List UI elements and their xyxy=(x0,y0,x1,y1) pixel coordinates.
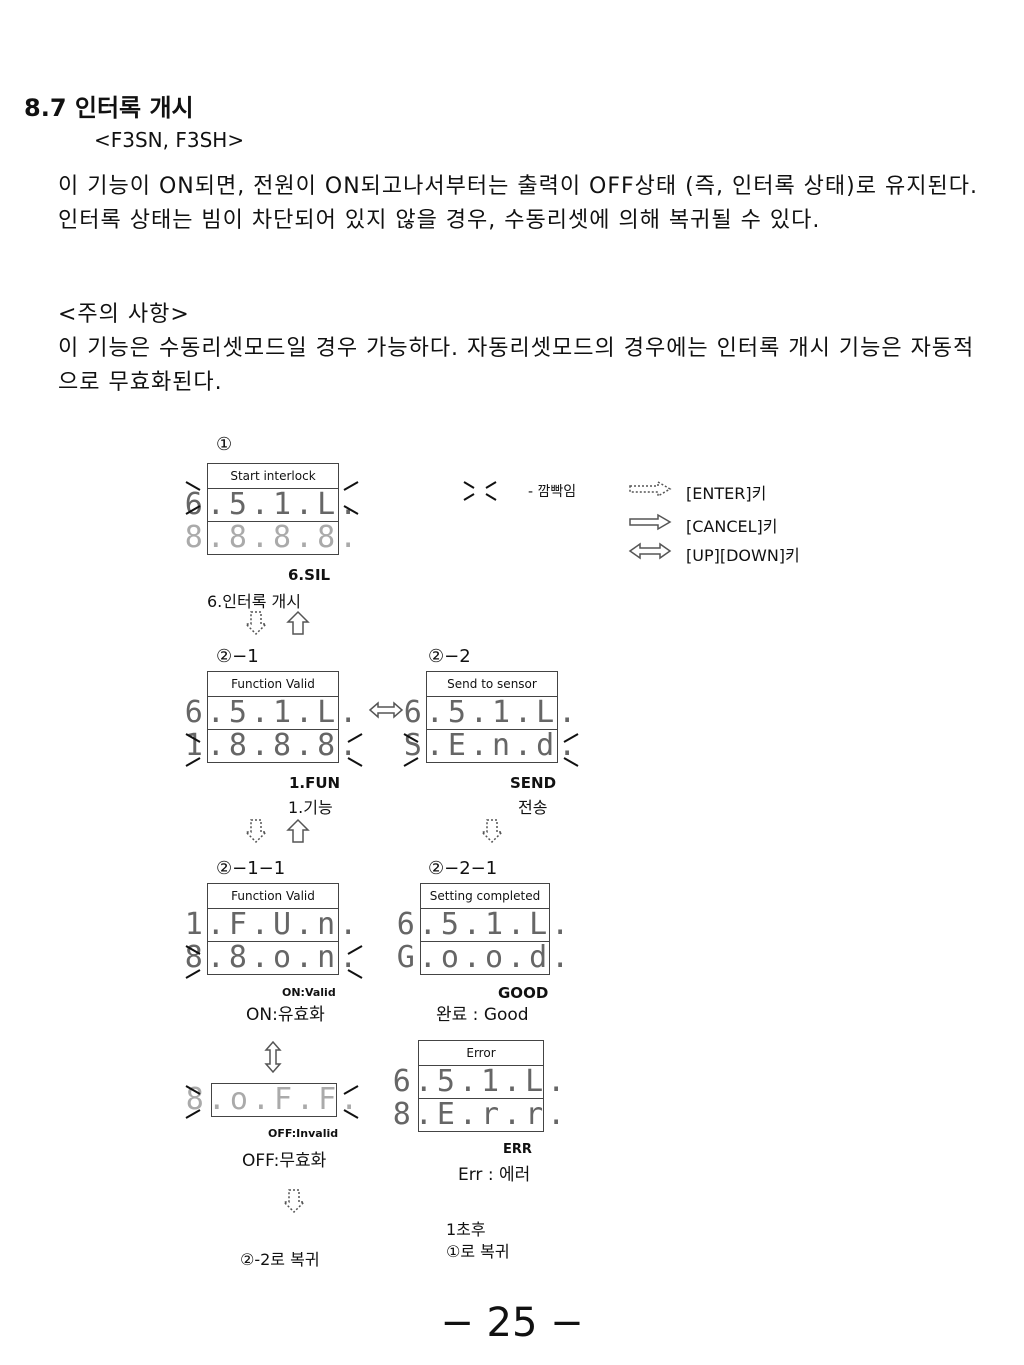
section-heading: 8.7 인터록 개시 xyxy=(24,94,194,122)
blink-right-icon xyxy=(340,1080,360,1128)
display-top: 8.o.F.F. xyxy=(185,1082,363,1117)
blink-right-icon xyxy=(340,476,360,524)
display-function-valid-on: Function Valid 1.F.U.n. 8.8.o.n. xyxy=(185,883,357,975)
cancel-arrow-icon xyxy=(628,513,672,535)
display-bottom: 1.8.8.8. xyxy=(184,728,362,763)
enter-down-arrow-icon xyxy=(282,1188,306,1218)
after-1-second: 1초후 xyxy=(446,1220,486,1239)
step-2-1-label: ②−1 xyxy=(216,646,259,667)
label-good: 완료 : Good xyxy=(436,1005,529,1025)
legend-blink: - 깜빡임 xyxy=(528,484,577,500)
step-2-2-label: ②−2 xyxy=(428,646,471,667)
label-err: Err : 에러 xyxy=(458,1165,531,1185)
blink-left-icon xyxy=(184,476,204,524)
return-to-1: ①로 복귀 xyxy=(446,1242,510,1261)
code-off-invalid: OFF:Invalid xyxy=(268,1127,339,1140)
cancel-up-arrow-icon xyxy=(286,818,310,848)
display-top: 6.5.1.L. xyxy=(403,695,581,730)
intro-paragraph: 이 기능이 ON되면, 전원이 ON되고나서부터는 출력이 OFF상태 (즉, … xyxy=(58,174,978,233)
display-function-valid: Function Valid 6.5.1.L. 1.8.8.8. xyxy=(185,671,357,763)
display-bottom: G.o.o.d. xyxy=(396,940,574,975)
blink-right-icon xyxy=(344,728,364,776)
display-title: Error xyxy=(419,1041,543,1066)
display-top: 6.5.1.L. xyxy=(184,487,362,522)
page-number: − 25 − xyxy=(440,1300,584,1346)
return-to-2-2: ②-2로 복귀 xyxy=(240,1250,320,1269)
updown-vertical-arrow-icon xyxy=(262,1040,284,1078)
display-send-to-sensor: Send to sensor 6.5.1.L. S.E.n.d. xyxy=(404,671,576,763)
blink-right-icon xyxy=(560,728,580,776)
display-top: 6.5.1.L. xyxy=(184,695,362,730)
models-label: <F3SN, F3SH> xyxy=(94,128,245,152)
display-error: Error 6.5.1.L. 8.E.r.r. xyxy=(393,1040,565,1132)
display-top: 6.5.1.L. xyxy=(392,1064,570,1099)
display-title: Send to sensor xyxy=(427,672,557,697)
display-title: Setting completed xyxy=(421,884,549,909)
code-good: GOOD xyxy=(498,984,549,1002)
caution-text: 이 기능은 수동리셋모드일 경우 가능하다. 자동리셋모드의 경우에는 인터록 … xyxy=(58,336,975,395)
enter-down-arrow-icon xyxy=(480,818,504,848)
label-off-invalid: OFF:무효화 xyxy=(242,1151,327,1171)
legend-enter: [ENTER]키 xyxy=(686,484,767,503)
caution-title: <주의 사항> xyxy=(58,302,190,327)
label-on-valid: ON:유효화 xyxy=(246,1005,325,1025)
display-bottom: 8.E.r.r. xyxy=(392,1097,570,1132)
display-bottom: 8.8.8.8. xyxy=(184,520,362,555)
code-err: ERR xyxy=(503,1142,532,1157)
blink-left-icon xyxy=(184,940,204,988)
display-top: 1.F.U.n. xyxy=(184,907,362,942)
cancel-up-arrow-icon xyxy=(286,610,310,640)
step-2-1-1-label: ②−1−1 xyxy=(216,858,286,879)
updown-arrow-icon xyxy=(628,542,672,564)
blink-left-icon xyxy=(402,728,422,776)
display-bottom: 8.8.o.n. xyxy=(184,940,362,975)
label-send: 전송 xyxy=(518,798,548,817)
display-setting-completed: Setting completed 6.5.1.L. G.o.o.d. xyxy=(397,883,569,975)
legend-cancel: [CANCEL]키 xyxy=(686,517,778,536)
updown-horizontal-arrow-icon xyxy=(368,700,404,724)
code-on-valid: ON:Valid xyxy=(282,986,336,999)
blink-left-icon xyxy=(184,1080,204,1128)
display-title: Start interlock xyxy=(208,464,338,489)
step-1-label: ① xyxy=(216,434,233,455)
legend-updown: [UP][DOWN]키 xyxy=(686,546,800,565)
code-6sil: 6.SIL xyxy=(288,566,331,584)
enter-down-arrow-icon xyxy=(244,610,268,640)
step-2-2-1-label: ②−2−1 xyxy=(428,858,498,879)
code-send: SEND xyxy=(510,774,557,792)
blink-left-icon xyxy=(184,728,204,776)
label-start-interlock: 6.인터록 개시 xyxy=(207,592,301,611)
display-off-invalid: 8.o.F.F. xyxy=(186,1083,358,1117)
display-start-interlock: Start interlock 6.5.1.L. 8.8.8.8. xyxy=(185,463,357,555)
display-top: 6.5.1.L. xyxy=(396,907,574,942)
display-title: Function Valid xyxy=(208,672,338,697)
enter-arrow-icon xyxy=(628,480,672,502)
enter-down-arrow-icon xyxy=(244,818,268,848)
display-title: Function Valid xyxy=(208,884,338,909)
blink-right-icon xyxy=(344,940,364,988)
code-1fun: 1.FUN xyxy=(289,774,341,792)
label-function: 1.기능 xyxy=(288,798,333,817)
display-bottom: S.E.n.d. xyxy=(403,728,581,763)
blink-icon xyxy=(462,476,498,510)
